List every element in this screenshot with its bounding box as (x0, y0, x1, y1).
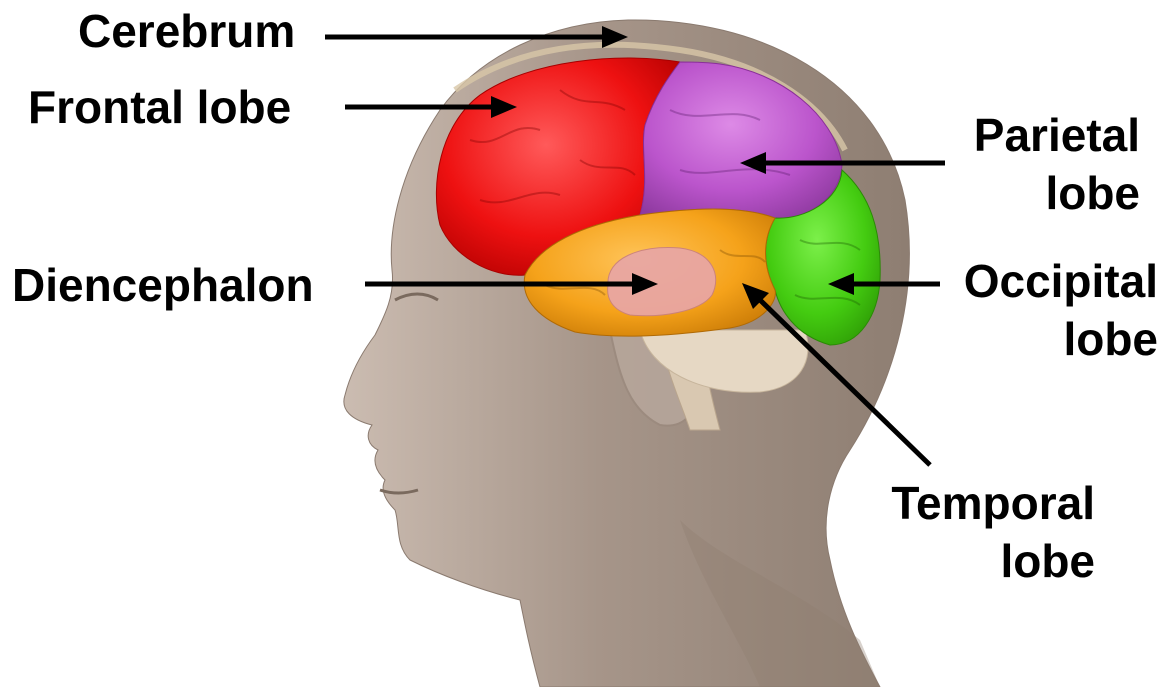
occipital-lobe-label-line-2: lobe (918, 310, 1158, 368)
parietal-lobe-label-line-2: lobe (920, 164, 1140, 222)
temporal-lobe-label: Temporal lobe (850, 474, 1095, 590)
parietal-lobe-label: Parietal lobe (920, 106, 1140, 222)
frontal-lobe-label: Frontal lobe (28, 78, 291, 136)
occipital-lobe-label: Occipital lobe (918, 252, 1158, 368)
temporal-lobe-label-line-2: lobe (850, 532, 1095, 590)
occipital-lobe-label-line-1: Occipital (918, 252, 1158, 310)
cerebrum-label: Cerebrum (78, 2, 295, 60)
diencephalon-label: Diencephalon (12, 256, 314, 314)
parietal-lobe-label-line-1: Parietal (920, 106, 1140, 164)
temporal-lobe-label-line-1: Temporal (850, 474, 1095, 532)
